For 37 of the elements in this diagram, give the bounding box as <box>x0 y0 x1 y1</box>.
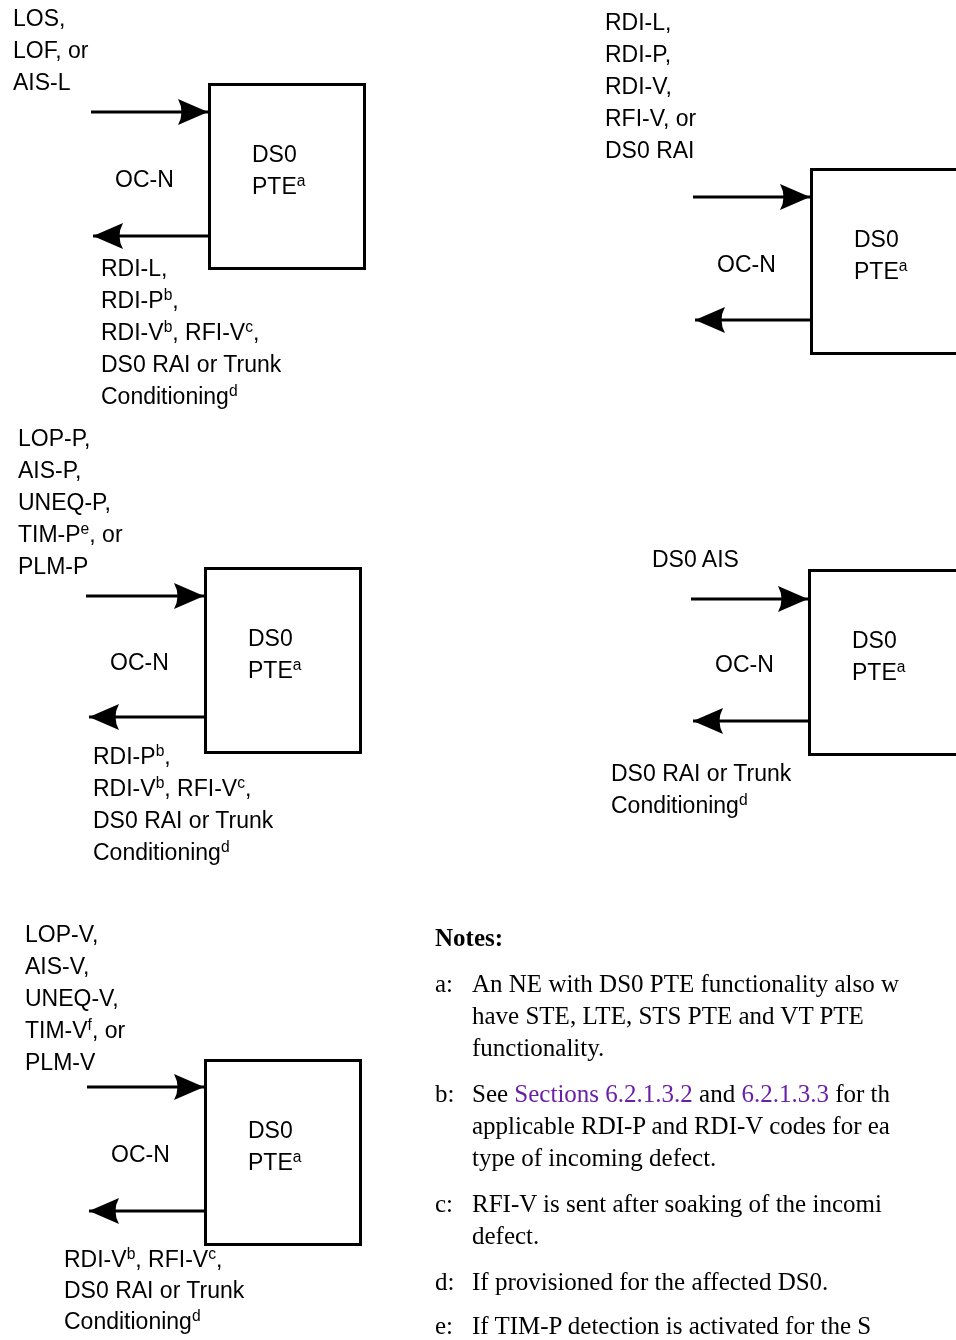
interface-label: OC-N <box>717 250 776 279</box>
signal-label: RDI-V$^{b}$, RFI-V$^{c}$, DS0 RAI or Trunk Conditioning$^{d}$ <box>64 1244 245 1336</box>
section-link: Sections 6.2.1.3.2 <box>514 1080 693 1107</box>
box-label: DS0 PTE$^{a}$ <box>248 624 302 685</box>
note-text: RFI-V is sent after soaking of the incomi defect. <box>472 1189 882 1251</box>
notes-heading: Notes: <box>435 923 504 953</box>
signal-label: RDI-P$^{b}$, RDI-V$^{b}$, RFI-V$^{c}$, DS0 RAI or Trunk Conditioning$^{d}$ <box>93 741 274 867</box>
process-box <box>204 1059 362 1246</box>
note-letter: d: <box>435 1267 455 1297</box>
signal-label: LOP-P, AIS-P, UNEQ-P, TIM-P$^{e}$, or PLM-P <box>18 424 123 581</box>
interface-label: OC-N <box>115 165 174 194</box>
note-letter: a: <box>435 969 454 999</box>
note-letter: c: <box>435 1189 454 1219</box>
interface-label: OC-N <box>715 650 774 679</box>
box-label: DS0 PTE$^{a}$ <box>248 1116 302 1177</box>
note-text: See Sections 6.2.1.3.2 and 6.2.1.3.3 for th applicable RDI-P and RDI-V codes for ea type of incoming defect. <box>472 1079 891 1173</box>
process-box <box>208 83 366 270</box>
signal-label: DS0 AIS <box>652 545 739 574</box>
box-label: DS0 PTE$^{a}$ <box>854 225 908 286</box>
note-letter: e: <box>435 1311 454 1340</box>
section-link: 6.2.1.3.3 <box>741 1080 829 1107</box>
process-box <box>808 569 956 756</box>
signal-label: LOP-V, AIS-V, UNEQ-V, TIM-V$^{f}$, or PLM-V <box>25 920 126 1077</box>
box-label: DS0 PTE$^{a}$ <box>252 140 306 201</box>
process-box <box>204 567 362 754</box>
interface-label: OC-N <box>111 1140 170 1169</box>
signal-label: RDI-L, RDI-P, RDI-V, RFI-V, or DS0 RAI <box>605 8 697 165</box>
note-text: If provisioned for the affected DS0. <box>472 1267 829 1297</box>
signal-label: LOS, LOF, or AIS-L <box>13 4 89 97</box>
signal-label: RDI-L, RDI-P$^{b}$, RDI-V$^{b}$, RFI-V$^{c}$, DS0 RAI or Trunk Conditioning$^{d}$ <box>101 254 282 411</box>
process-box <box>810 168 956 355</box>
signal-label: DS0 RAI or Trunk Conditioning$^{d}$ <box>611 759 792 820</box>
box-label: DS0 PTE$^{a}$ <box>852 626 906 687</box>
note-text: An NE with DS0 PTE functionality also w have STE, LTE, STS PTE and VT PTE functionality. <box>472 969 900 1063</box>
interface-label: OC-N <box>110 648 169 677</box>
note-text: If TIM-P detection is activated for the S <box>472 1311 872 1340</box>
note-letter: b: <box>435 1079 455 1109</box>
